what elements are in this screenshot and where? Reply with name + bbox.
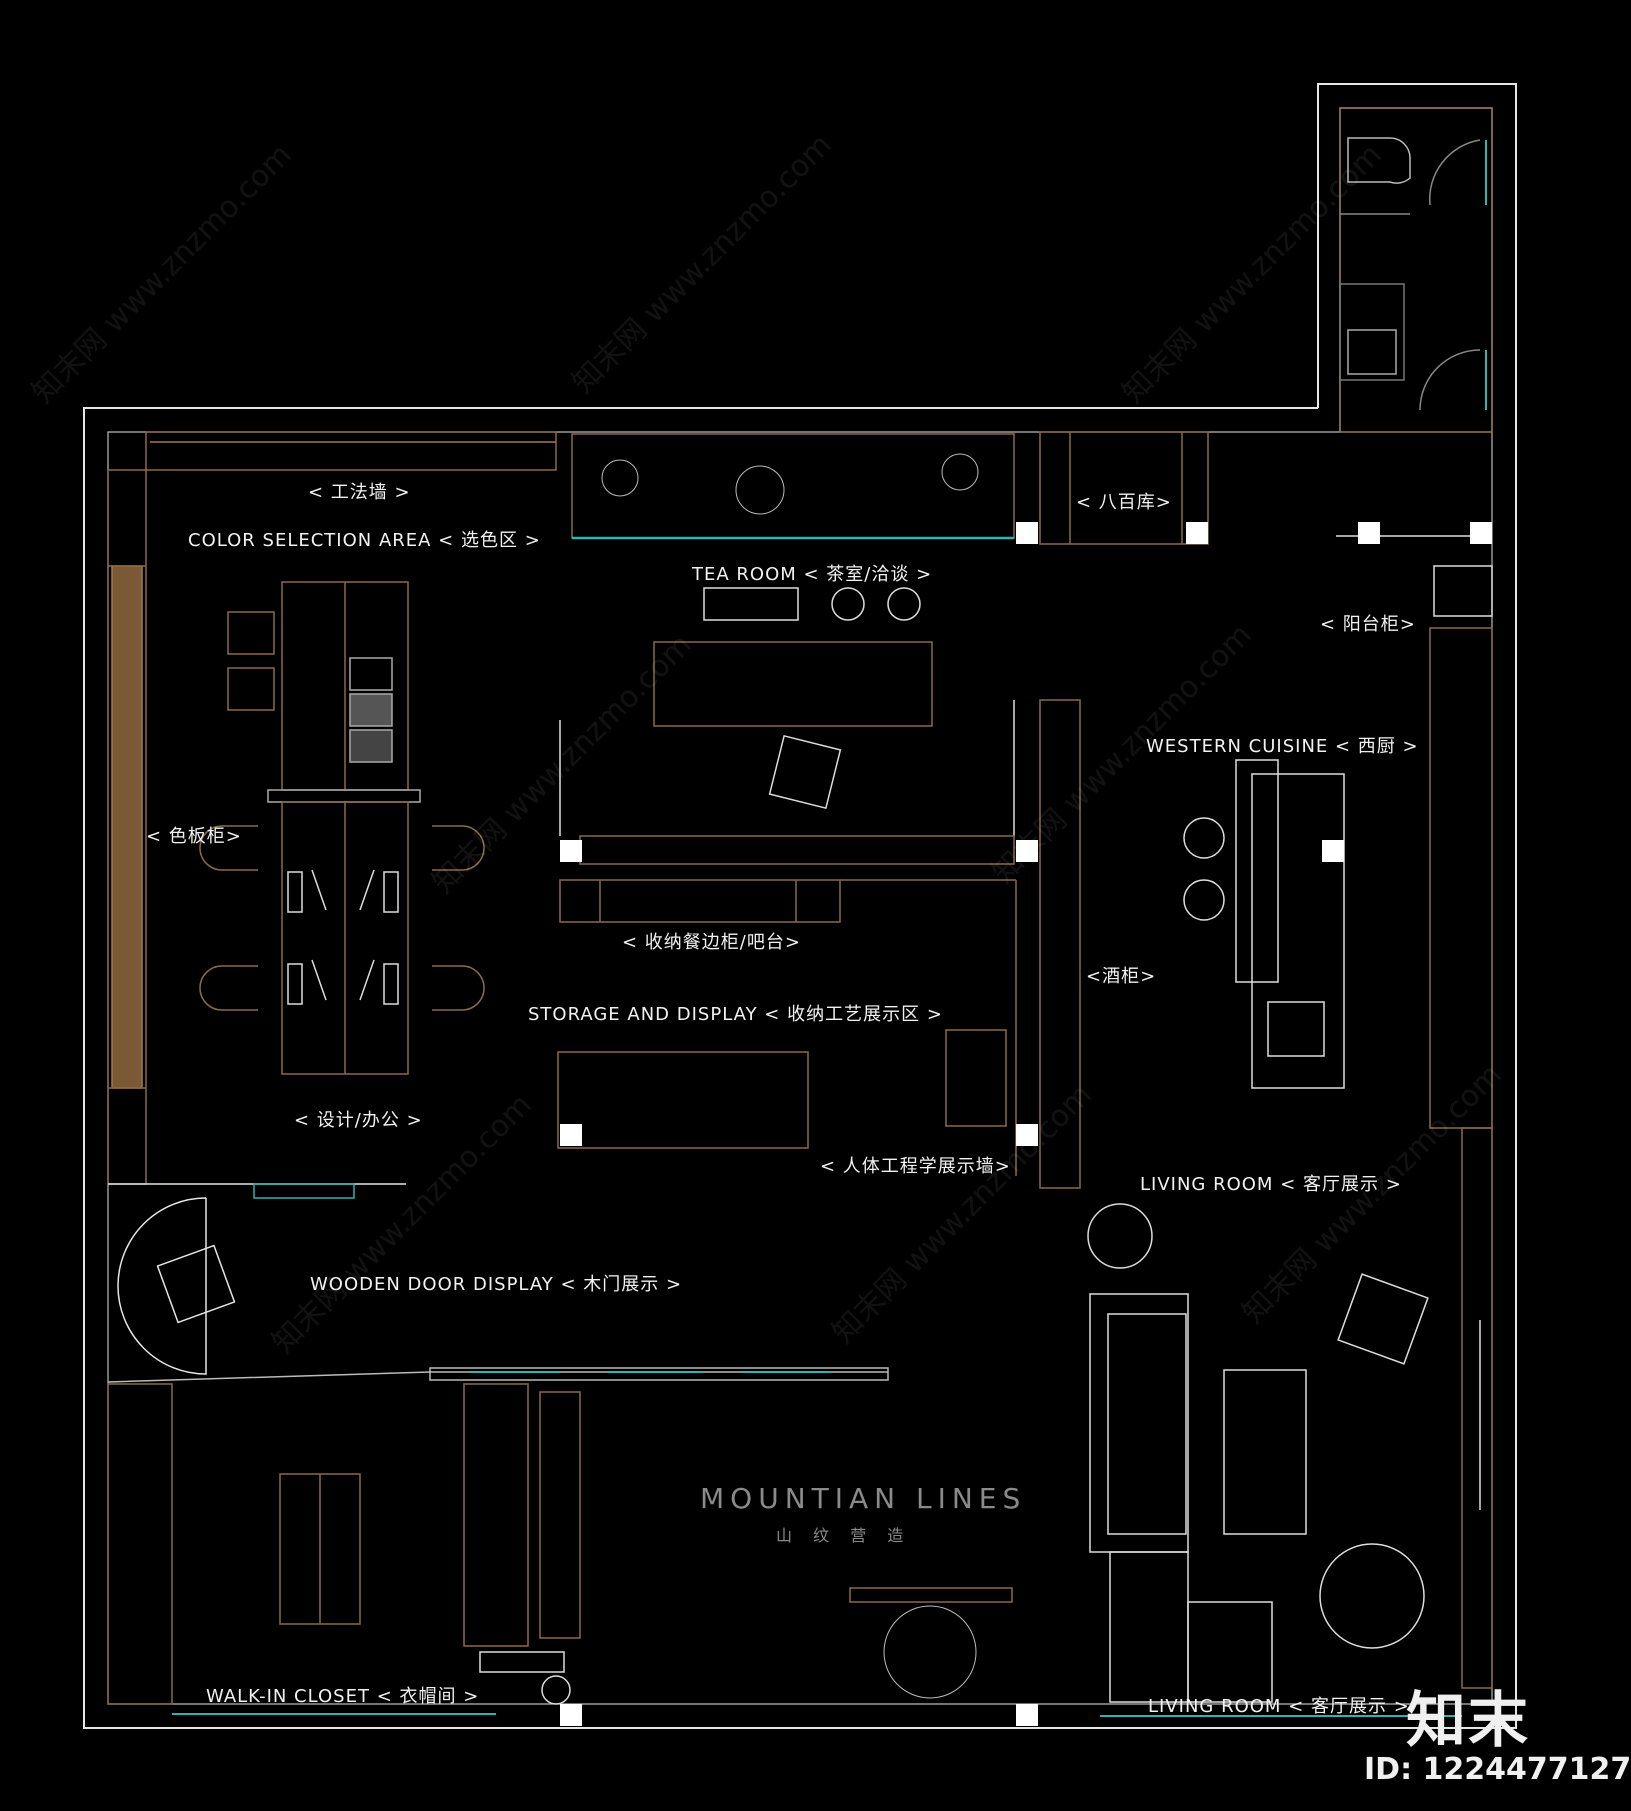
bathroom — [1339, 107, 1493, 433]
design-table — [199, 581, 485, 1075]
label-wooden-door: WOODEN DOOR DISPLAY < 木门展示 > — [310, 1274, 683, 1295]
label-color-selection: COLOR SELECTION AREA < 选色区 > — [188, 530, 541, 551]
brand-subtitle: 山 纹 营 造 — [776, 1526, 912, 1545]
store-and-cabinets — [1039, 431, 1493, 1689]
living-room — [849, 1203, 1481, 1717]
label-design-office: < 设计/办公 > — [294, 1110, 423, 1131]
label-western-cuisine: WESTERN CUISINE < 西厨 > — [1146, 736, 1419, 757]
label-storage-sideboard: < 收纳餐边柜/吧台> — [622, 932, 801, 953]
label-tea-room: TEA ROOM < 茶室/洽谈 > — [692, 564, 933, 585]
label-wine-cabinet: <酒柜> — [1086, 966, 1157, 987]
storage-display — [557, 1029, 1007, 1149]
columns — [560, 522, 1492, 1726]
color-board-cabinet — [107, 431, 557, 1185]
western-kitchen — [1183, 759, 1345, 1089]
label-color-board-cabinet: < 色板柜> — [146, 826, 242, 847]
label-living-room-top: LIVING ROOM < 客厅展示 > — [1140, 1174, 1402, 1195]
watermark-logo: 知末 — [1406, 1686, 1530, 1756]
image-id: ID: 1224477127 — [1364, 1752, 1631, 1787]
label-ergonomic-wall: < 人体工程学展示墙> — [820, 1156, 1011, 1177]
label-balcony-cabinet: < 阳台柜> — [1320, 614, 1416, 635]
tea-room — [559, 433, 1017, 1176]
label-living-room-bottom: LIVING ROOM < 客厅展示 > — [1148, 1696, 1410, 1717]
wooden-door-display — [107, 1183, 889, 1383]
label-storage-display: STORAGE AND DISPLAY < 收纳工艺展示区 > — [528, 1004, 943, 1025]
plants — [601, 453, 979, 1699]
label-baibai-store: < 八百库> — [1076, 492, 1172, 513]
label-walk-in-closet: WALK-IN CLOSET < 衣帽间 > — [206, 1686, 480, 1707]
label-craft-wall: < 工法墙 > — [308, 482, 411, 503]
brand-name: MOUNTIAN LINES — [700, 1482, 1027, 1515]
walk-in-closet — [107, 1383, 581, 1715]
